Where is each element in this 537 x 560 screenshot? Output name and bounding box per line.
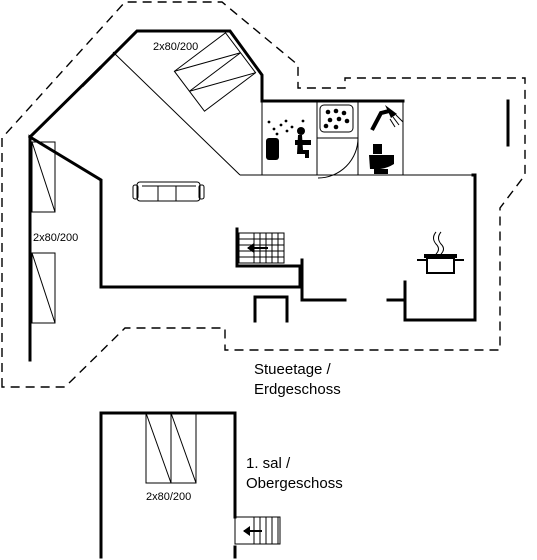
- outer-boundary-dashed: [1, 1, 526, 388]
- ground-floor-walls: [27, 29, 510, 362]
- floor-label-ground-line2: Erdgeschoss: [254, 381, 341, 398]
- whirlpool-icon: [319, 104, 354, 133]
- upper-floor-walls: [99, 411, 237, 559]
- floor-label-upper-line1: 1. sal /: [246, 455, 291, 472]
- bed-label-upper: 2x80/200: [146, 491, 191, 503]
- bed-icon: [31, 141, 56, 213]
- bed-icon: [31, 252, 56, 324]
- sofa-icon: [132, 181, 205, 202]
- bed-label-left: 2x80/200: [33, 232, 78, 244]
- floor-label-ground-line1: Stueetage /: [254, 361, 332, 378]
- bed-top: [173, 32, 257, 112]
- cooking-pot-icon: [417, 231, 464, 274]
- toilet-icon: [369, 144, 394, 174]
- bed-upper: [145, 412, 197, 484]
- floor-label-upper-line2: Obergeschoss: [246, 475, 343, 492]
- shower-icon: [370, 105, 404, 131]
- stairs-upper-icon: [234, 516, 281, 545]
- stairs-icon: [238, 232, 285, 264]
- bed-label-top: 2x80/200: [153, 41, 198, 53]
- bed-left: [31, 141, 56, 324]
- ground-floor-thin-lines: [112, 51, 473, 179]
- sauna-icon: [266, 119, 311, 160]
